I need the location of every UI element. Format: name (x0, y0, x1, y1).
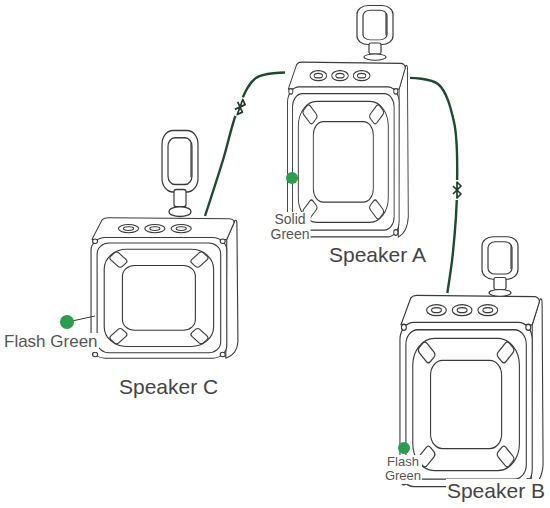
bluetooth-symbol (231, 96, 249, 119)
carabiner (162, 130, 198, 216)
led-dot (60, 315, 74, 329)
speaker-node: Flash GreenSpeaker C (88, 216, 240, 360)
led-status: Solid Green (270, 212, 311, 243)
led-dot (398, 442, 410, 454)
carabiner (357, 6, 393, 61)
speaker-name: Speaker C (118, 375, 219, 398)
led-status: Flash Green (384, 455, 422, 484)
led-dot (286, 172, 298, 184)
leader-line (72, 316, 95, 321)
speaker-node: Flash GreenSpeaker B (397, 293, 545, 489)
speaker-name: Speaker A (328, 243, 427, 266)
bluetooth-link (205, 73, 285, 216)
speaker-node: Solid GreenSpeaker A (285, 60, 410, 239)
bluetooth-symbol (451, 180, 463, 200)
carabiner (482, 237, 518, 297)
speaker-name: Speaker B (446, 479, 546, 502)
led-status: Flash Green (3, 333, 99, 352)
speaker-body (91, 218, 238, 358)
speaker-body (287, 62, 408, 237)
